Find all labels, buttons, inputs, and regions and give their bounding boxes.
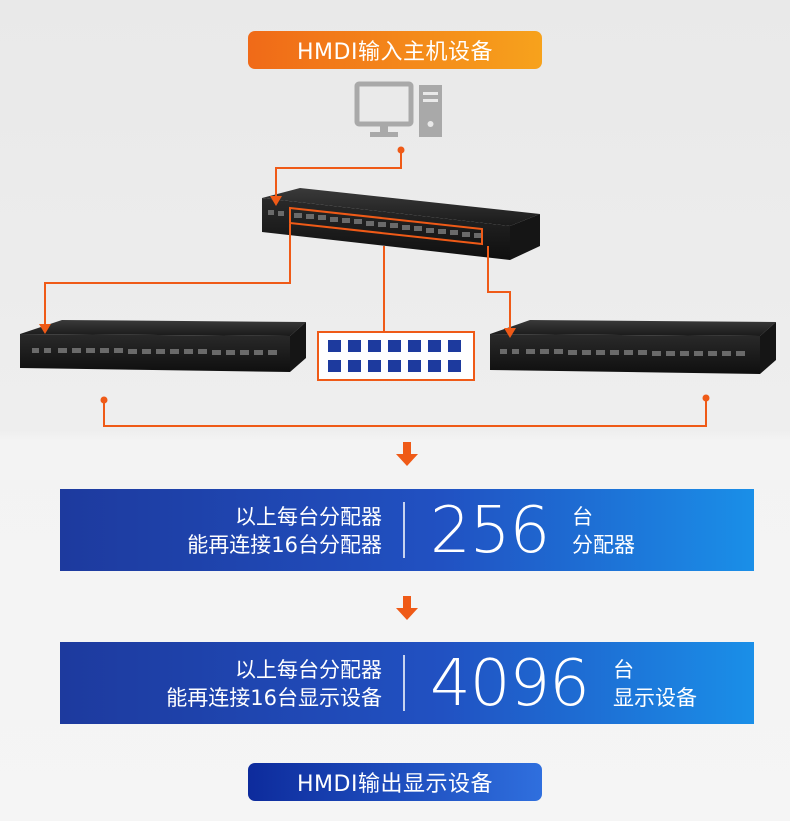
output-display-label: HMDI输出显示设备 bbox=[248, 763, 542, 801]
splitter-device-right bbox=[490, 320, 776, 374]
hdmi-port-grid-icon bbox=[317, 331, 475, 381]
splitter-count-panel: 以上每台分配器 能再连接16台分配器 256 台 分配器 bbox=[60, 489, 754, 571]
panel-line-2: 能再连接16台显示设备 bbox=[166, 686, 382, 710]
panel-line-2: 能再连接16台分配器 bbox=[187, 533, 382, 557]
panel-line-1: 以上每台分配器 bbox=[235, 505, 382, 529]
panel-divider bbox=[403, 655, 405, 711]
splitter-device bbox=[262, 188, 540, 260]
down-arrow-icon bbox=[396, 596, 418, 620]
panel-divider bbox=[403, 502, 405, 558]
computer-icon bbox=[354, 81, 442, 137]
down-arrow-icon bbox=[396, 442, 418, 466]
unit-type-label: 显示设备 bbox=[613, 686, 697, 710]
unit-type-label: 分配器 bbox=[572, 533, 635, 557]
panel-line-1: 以上每台分配器 bbox=[235, 658, 382, 682]
display-count-value: 4096 bbox=[430, 647, 590, 721]
unit-label: 台 bbox=[613, 658, 634, 682]
splitter-device-left bbox=[20, 320, 306, 372]
connection-wires bbox=[44, 150, 707, 427]
hdmi-ports bbox=[268, 210, 482, 238]
splitter-diagram bbox=[20, 81, 776, 427]
input-host-label: HMDI输入主机设备 bbox=[248, 31, 542, 69]
splitter-count-value: 256 bbox=[430, 494, 550, 568]
unit-label: 台 bbox=[572, 505, 593, 529]
display-count-panel: 以上每台分配器 能再连接16台显示设备 4096 台 显示设备 bbox=[60, 642, 754, 724]
